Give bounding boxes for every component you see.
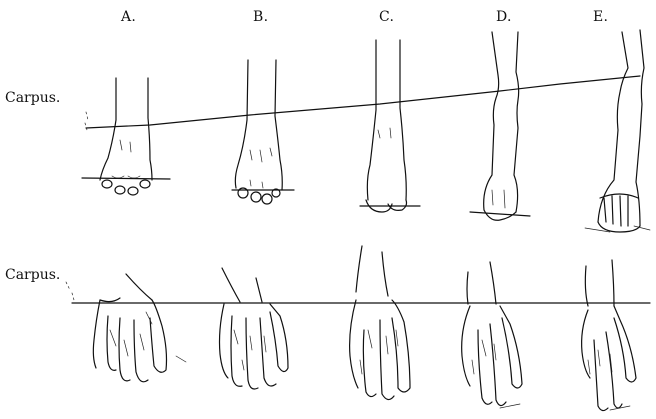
human-hand-e <box>582 260 636 411</box>
animal-limb-b <box>232 60 294 204</box>
human-hand-c <box>350 246 410 400</box>
human-hand-b <box>220 268 289 389</box>
bottom-carpus-line <box>66 282 650 303</box>
animal-limb-d <box>470 32 530 220</box>
animal-limb-e <box>585 30 650 232</box>
human-hand-d <box>462 262 522 408</box>
animal-limb-c <box>360 40 420 212</box>
human-hand-a <box>93 274 186 382</box>
top-carpus-line <box>85 76 640 130</box>
animal-limb-a <box>82 78 170 195</box>
